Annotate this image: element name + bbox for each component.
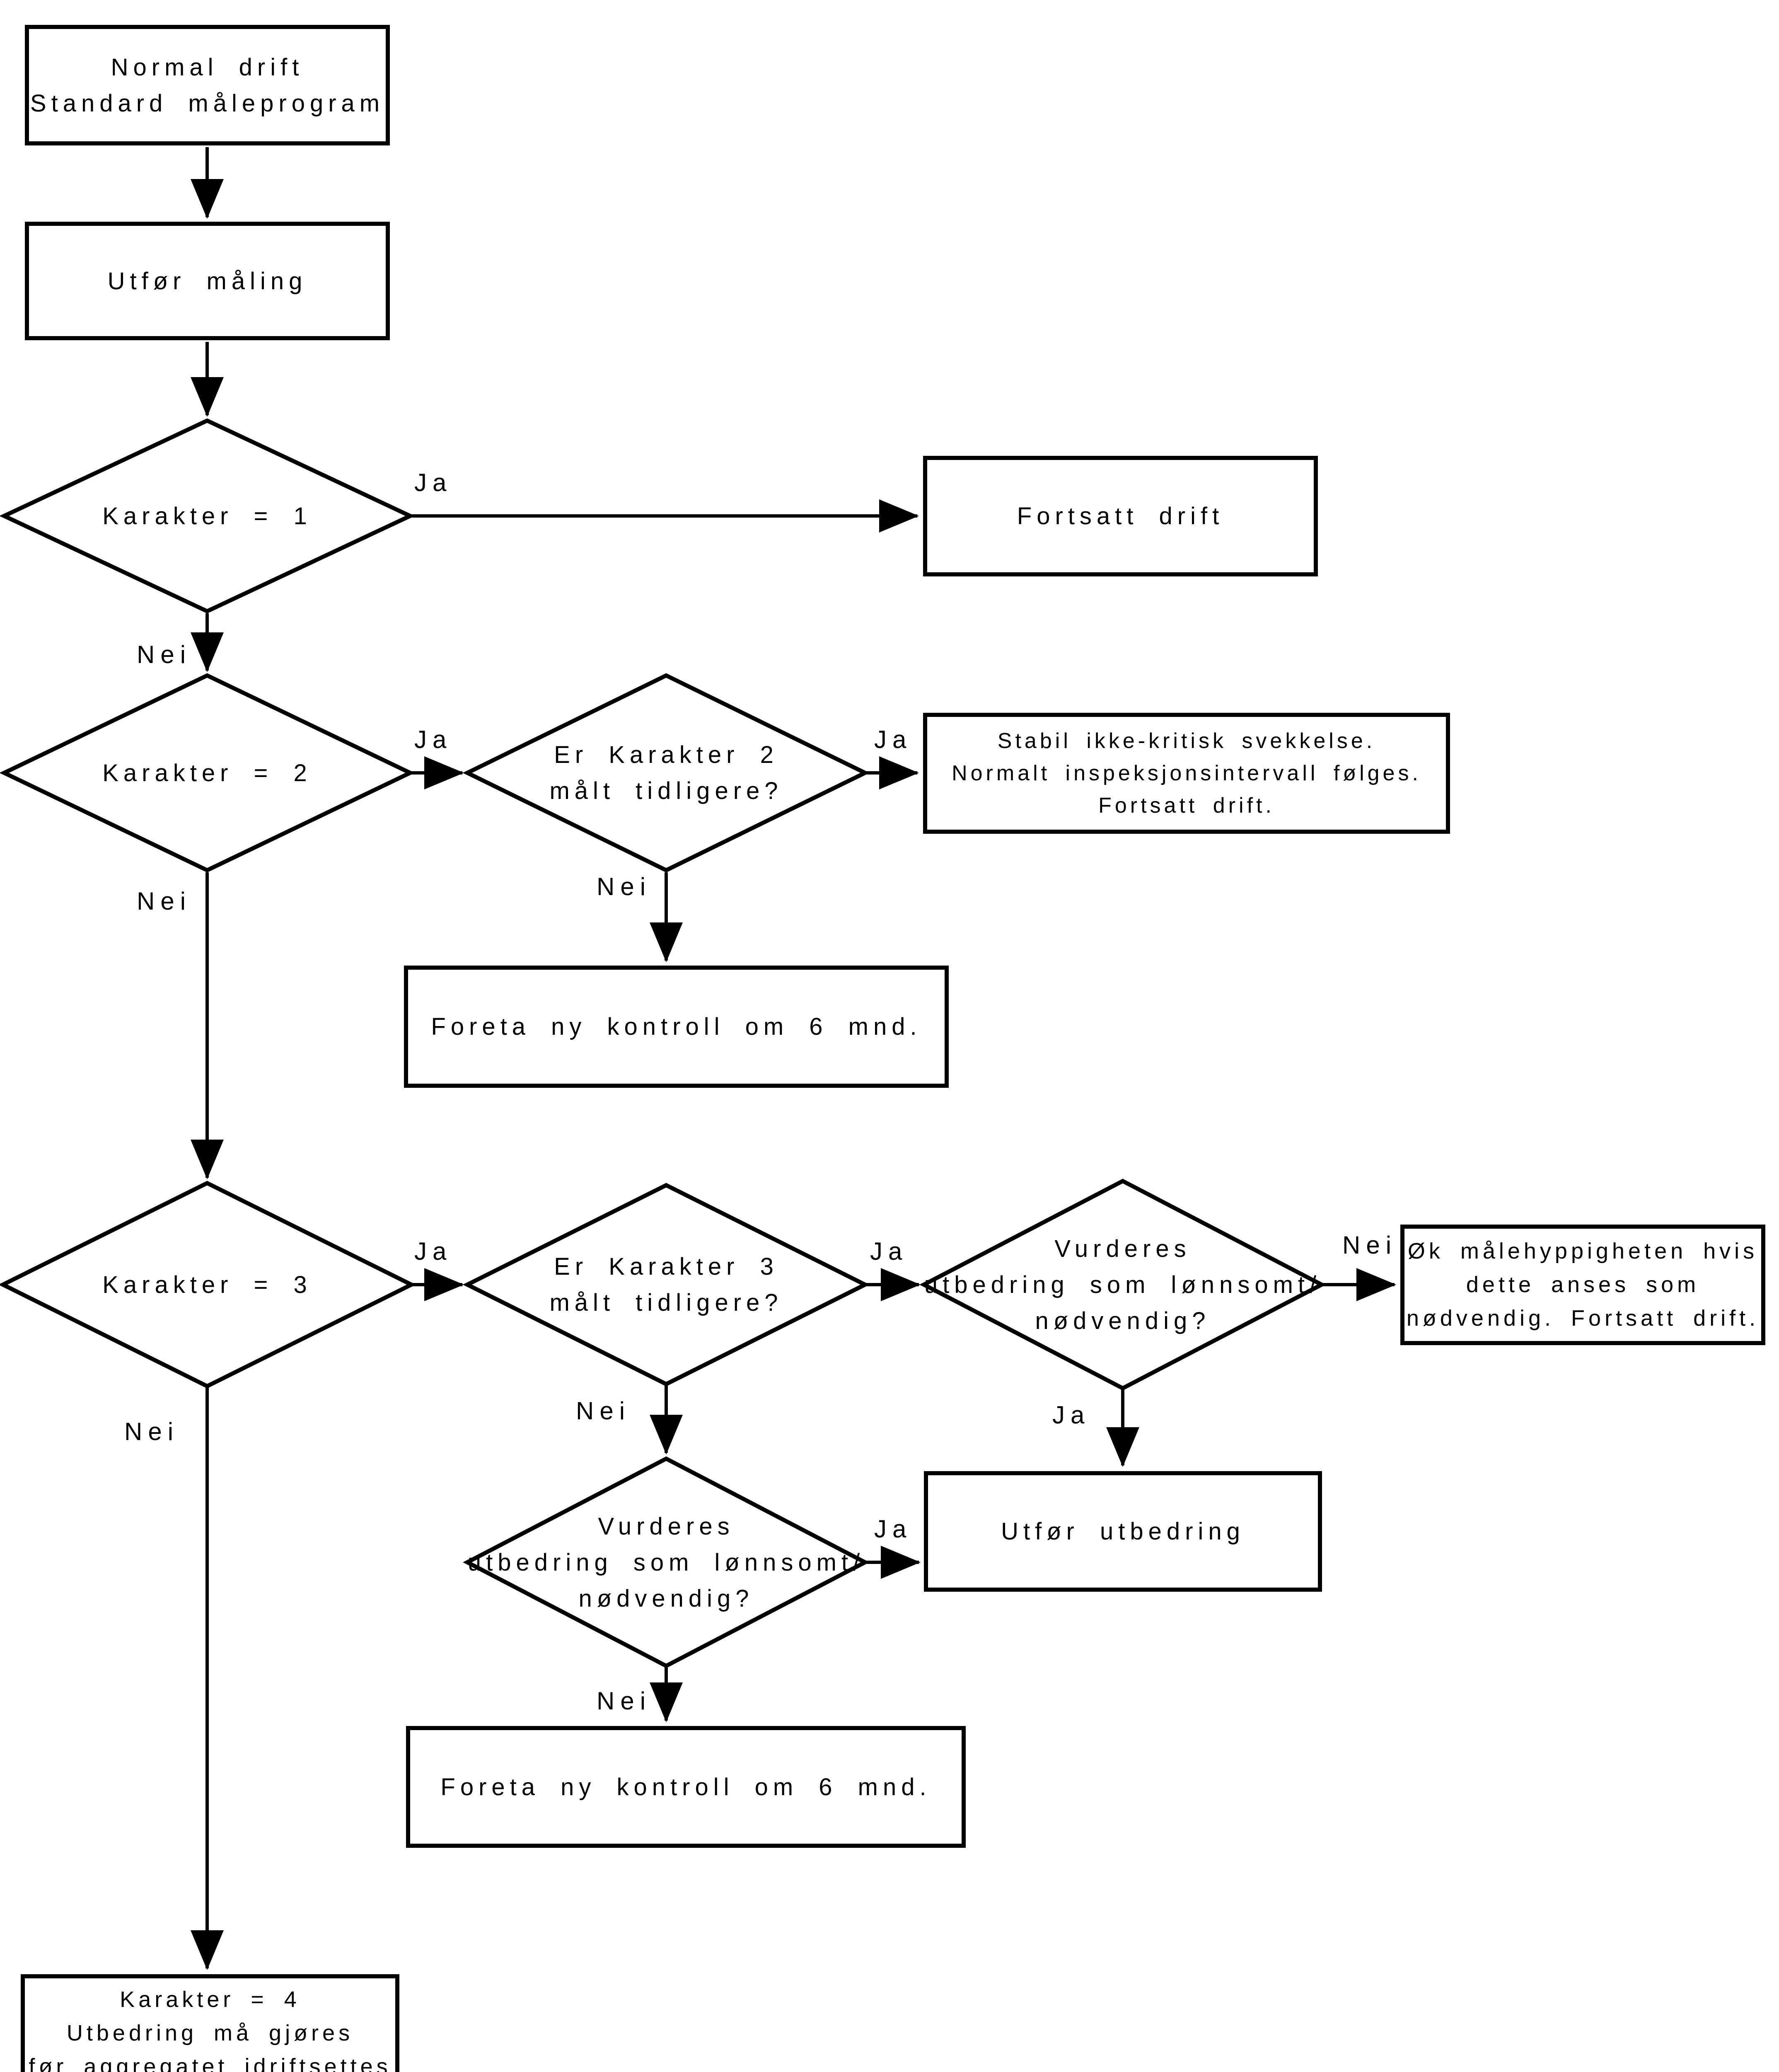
node-text-line: Foreta ny kontroll om 6 mnd. xyxy=(431,1013,922,1040)
node-text-line: Karakter = 1 xyxy=(102,502,312,530)
node-text-line: målt tidligere? xyxy=(549,777,783,804)
node-text-line: nødvendig? xyxy=(578,1585,754,1612)
branch-label-ja-er-karakter-2: Ja xyxy=(874,726,912,753)
node-text-line: utbedring som lønnsomt/ xyxy=(467,1549,865,1576)
decision-vurderes-1-label: Vurderes utbedring som lønnsomt/ nødvend… xyxy=(924,1227,1317,1343)
node-text-line: Karakter = 2 xyxy=(102,759,312,787)
decision-er-karakter-3-label: Er Karakter 3 målt tidligere? xyxy=(480,1227,853,1343)
decision-er-karakter-2-label: Er Karakter 2 målt tidligere? xyxy=(480,715,853,831)
branch-label-nei-er-karakter-2: Nei xyxy=(597,873,652,900)
node-text-line: før aggregatet idriftsettes xyxy=(29,2054,392,2072)
node-text-line: Fortsatt drift. xyxy=(1098,794,1275,818)
node-text-line: nødvendig? xyxy=(1035,1307,1211,1334)
node-text-line: dette anses som xyxy=(1466,1272,1700,1297)
process-box-foreta-kontroll-1: Foreta ny kontroll om 6 mnd. xyxy=(404,966,949,1088)
branch-label-nei-vurderes-2: Nei xyxy=(597,1687,652,1715)
decision-karakter-2-shape xyxy=(0,673,415,873)
branch-label-nei-karakter-3: Nei xyxy=(124,1418,179,1445)
branch-label-ja-karakter-2: Ja xyxy=(414,726,452,753)
decision-vurderes-2-label: Vurderes utbedring som lønnsomt/ nødvend… xyxy=(468,1504,861,1620)
branch-label-ja-vurderes-2: Ja xyxy=(874,1515,912,1543)
node-text-line: Stabil ikke-kritisk svekkelse. xyxy=(997,729,1376,753)
process-box-fortsatt-drift: Fortsatt drift xyxy=(923,456,1318,576)
node-text-line: Utfør måling xyxy=(107,267,307,295)
decision-karakter-2-label: Karakter = 2 xyxy=(41,752,373,794)
node-text-line: Utbedring må gjøres xyxy=(66,2020,354,2045)
process-box-utfor-utbedring: Utfør utbedring xyxy=(924,1471,1322,1592)
node-text-line: Vurderes xyxy=(1054,1235,1191,1262)
process-box-stabil-svekkelse: Stabil ikke-kritisk svekkelse. Normalt i… xyxy=(923,713,1450,834)
branch-label-nei-karakter-1: Nei xyxy=(137,641,192,668)
branch-label-ja-karakter-3: Ja xyxy=(414,1237,452,1265)
node-text-line: utbedring som lønnsomt/ xyxy=(924,1271,1322,1298)
branch-label-nei-vurderes-1: Nei xyxy=(1342,1231,1397,1259)
node-text-line: Karakter = 3 xyxy=(102,1271,312,1298)
node-text-line: nødvendig. Fortsatt drift. xyxy=(1406,1306,1760,1331)
process-box-utfor-maling: Utfør måling xyxy=(25,222,390,340)
branch-label-ja-er-karakter-3: Ja xyxy=(870,1237,908,1265)
node-text-line: Fortsatt drift xyxy=(1017,503,1224,530)
node-text-line: målt tidligere? xyxy=(549,1289,783,1316)
decision-karakter-1-shape xyxy=(0,418,415,614)
process-box-foreta-kontroll-2: Foreta ny kontroll om 6 mnd. xyxy=(406,1726,966,1848)
branch-label-ja-karakter-1: Ja xyxy=(414,469,452,496)
node-text-line: Er Karakter 2 xyxy=(554,741,778,768)
node-text-line: Normal drift xyxy=(111,53,304,81)
process-box-normal-drift: Normal drift Standard måleprogram xyxy=(25,25,390,145)
node-text-line: Utfør utbedring xyxy=(1001,1518,1245,1545)
terminal-box-karakter-4: Karakter = 4 Utbedring må gjøres før agg… xyxy=(21,1974,399,2072)
node-text-line: Normalt inspeksjonsintervall følges. xyxy=(952,761,1421,785)
decision-er-karakter-2-shape xyxy=(462,673,870,873)
node-text-line: Er Karakter 3 xyxy=(554,1253,778,1280)
node-text-line: Vurderes xyxy=(598,1513,735,1540)
node-text-line: Karakter = 4 xyxy=(120,1987,300,2012)
process-box-ok-malehyppighet: Øk målehyppigheten hvis dette anses som … xyxy=(1400,1225,1765,1345)
branch-label-ja-vurderes-1: Ja xyxy=(1052,1401,1090,1429)
branch-label-nei-karakter-2: Nei xyxy=(137,887,192,915)
node-text-line: Foreta ny kontroll om 6 mnd. xyxy=(440,1773,931,1801)
node-text-line: Øk målehyppigheten hvis xyxy=(1407,1239,1758,1264)
decision-karakter-1-label: Karakter = 1 xyxy=(41,495,373,537)
branch-label-nei-er-karakter-3: Nei xyxy=(576,1397,631,1425)
decision-karakter-3-label: Karakter = 3 xyxy=(41,1264,373,1305)
node-text-line: Standard måleprogram xyxy=(30,90,385,117)
